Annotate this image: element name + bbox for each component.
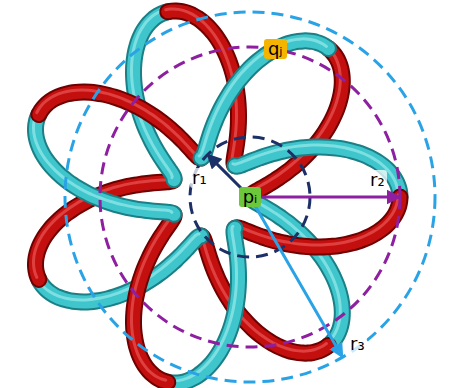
radius-label: r₃ bbox=[348, 334, 367, 354]
tube-body bbox=[39, 92, 201, 158]
point-patch: qⱼ bbox=[264, 39, 287, 59]
point-patch: pᵢ bbox=[239, 187, 262, 207]
dashed-circle bbox=[100, 47, 400, 347]
radius-label: r₂ bbox=[368, 170, 387, 190]
tube-edge bbox=[39, 92, 201, 158]
tube-highlight bbox=[37, 234, 199, 300]
radius-arrow bbox=[250, 197, 343, 357]
radius-arrows bbox=[208, 155, 400, 358]
tube-highlight bbox=[166, 226, 237, 381]
tube-edge bbox=[134, 12, 175, 180]
tube-body bbox=[134, 12, 175, 180]
tube-highlight bbox=[37, 90, 199, 156]
point-label: pᵢ bbox=[243, 186, 258, 207]
radius-arrow bbox=[250, 196, 400, 199]
tube-highlight bbox=[132, 10, 173, 178]
radius-circles bbox=[65, 12, 435, 382]
knot-tube bbox=[34, 9, 400, 383]
point-label: qⱼ bbox=[268, 38, 283, 59]
dashed-circle bbox=[65, 12, 435, 382]
radius-label: r₁ bbox=[190, 168, 209, 188]
